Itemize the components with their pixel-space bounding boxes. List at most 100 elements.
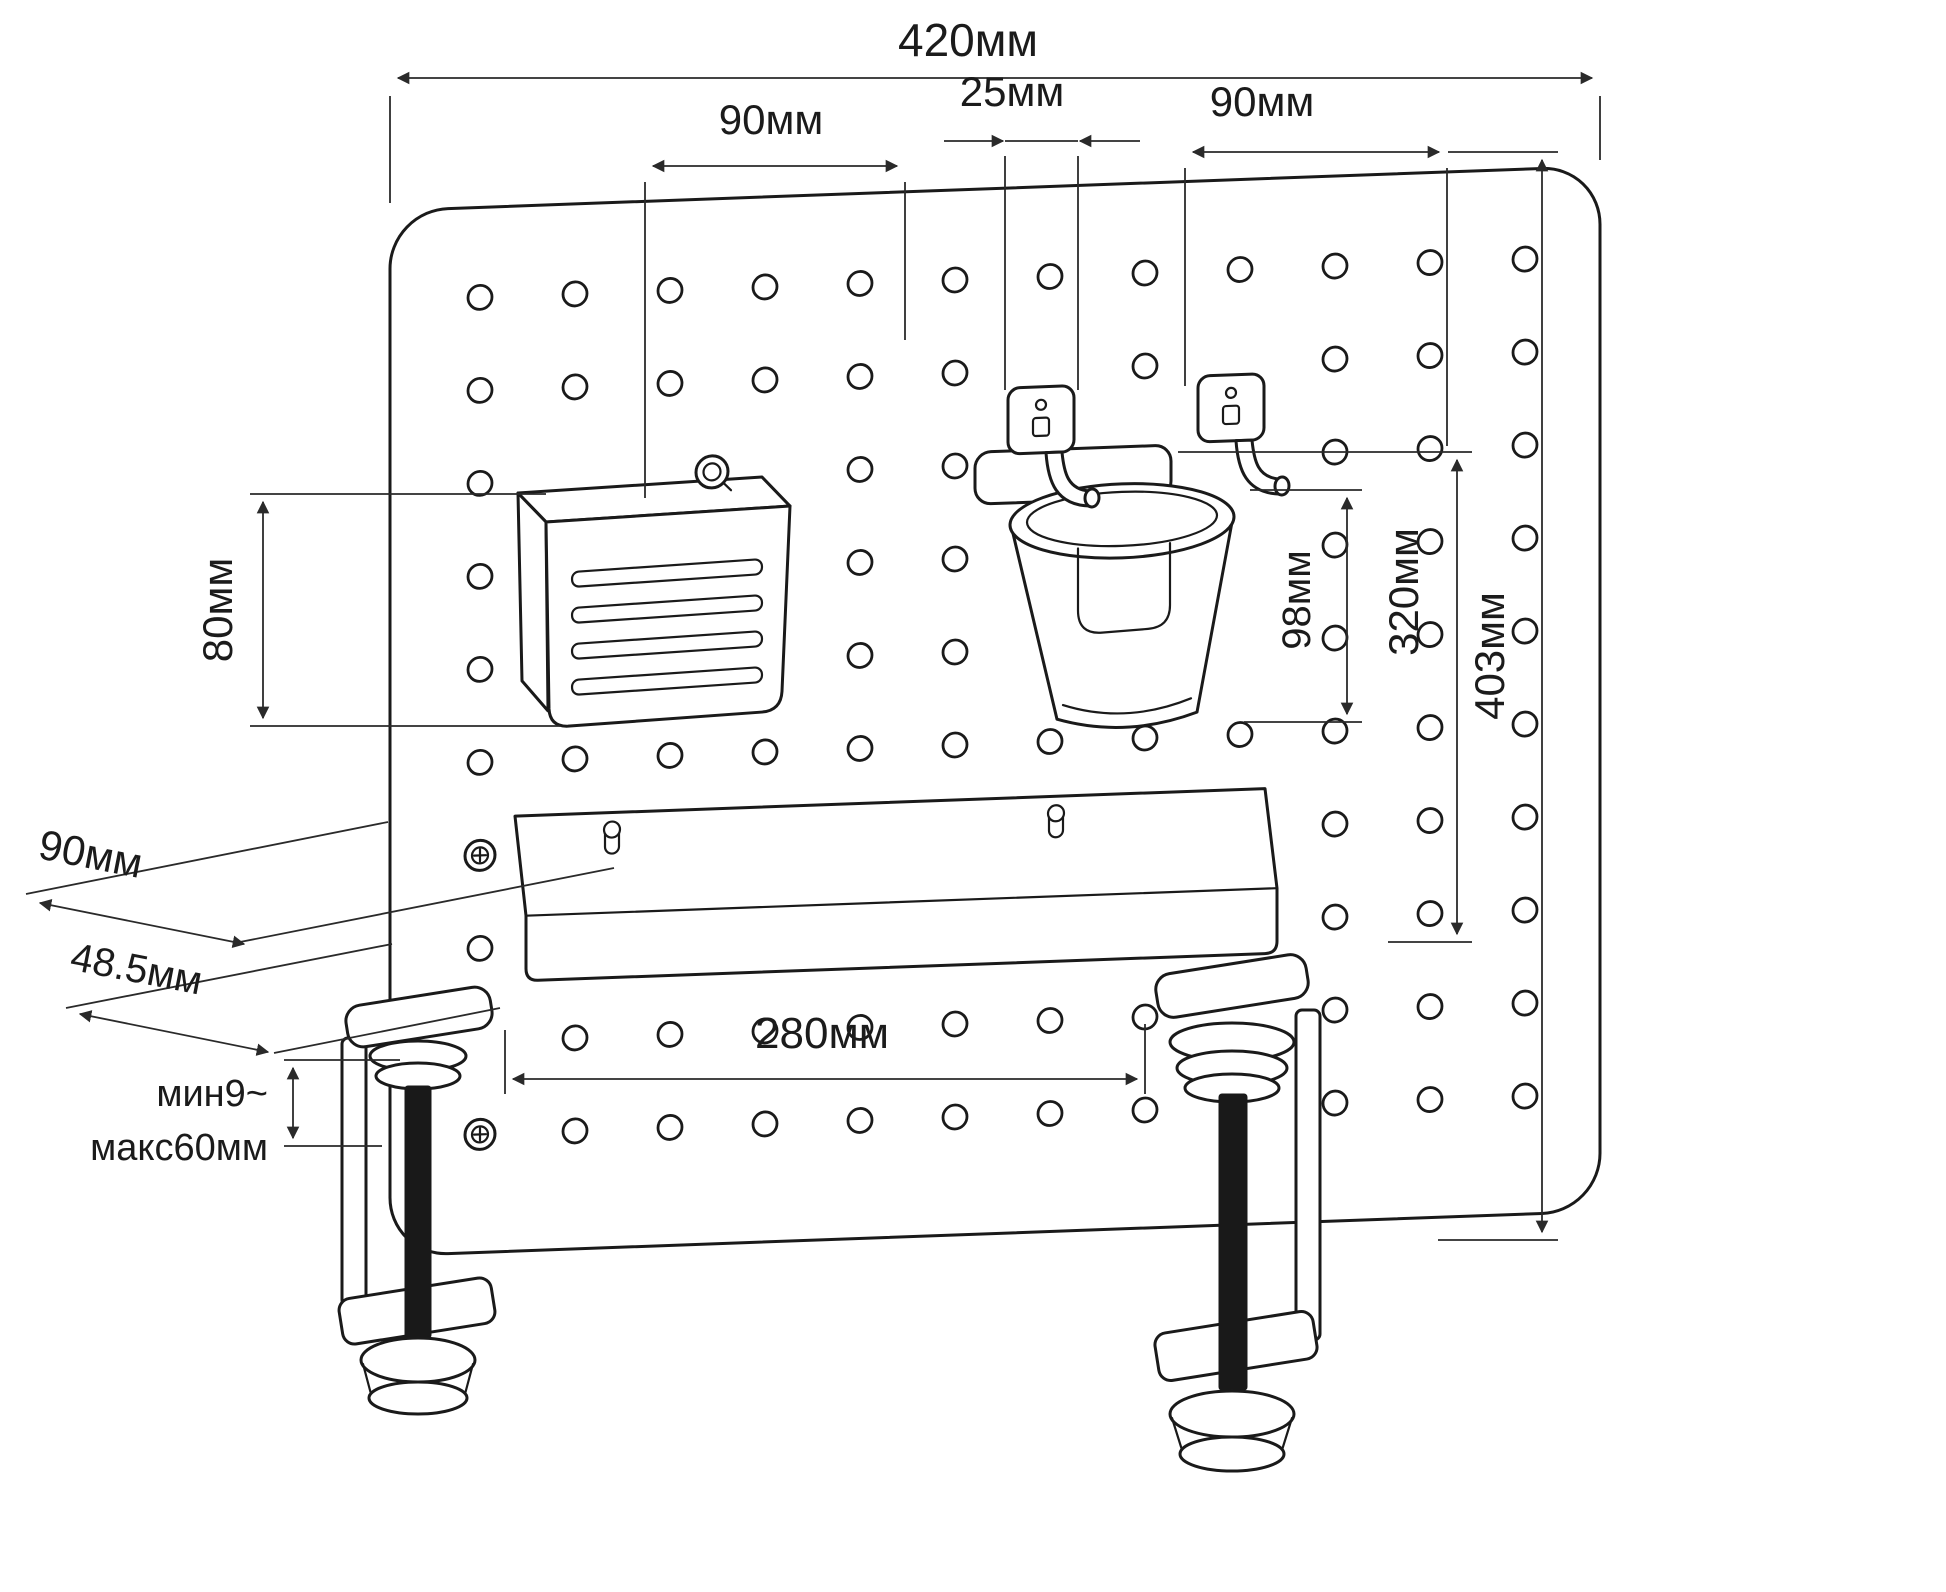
peg-hole [561,1024,589,1052]
peg-hole [1511,896,1539,924]
peg-hole [656,277,684,304]
peg-hole [846,1107,874,1134]
clamp-range-min-label: мин9~ [156,1073,268,1115]
peg-hole [1511,245,1539,273]
peg-hole [1511,617,1539,645]
peg-hole [846,549,874,576]
peg-hole [561,280,589,308]
peg-hole [1511,989,1539,1017]
peg-hole [1511,431,1539,459]
storage-basket [516,475,792,728]
peg-hole [941,638,969,666]
peg-hole [656,742,684,769]
peg-hole [1416,807,1444,834]
peg-hole [1321,1089,1349,1117]
peg-hole [846,456,874,483]
peg-hole [1036,263,1064,290]
clamp-knob [359,1336,477,1416]
clamp-knob [1168,1389,1296,1473]
peg-hole [941,359,969,387]
clamp-screw-rod [1218,1093,1248,1391]
peg-hole [846,270,874,297]
peg-hole [751,1110,779,1138]
clamp-screw-rod [404,1085,432,1339]
peg-hole [941,452,969,480]
dimension-labels: 420мм 90мм 25мм 90мм 80мм 98мм 320мм 403… [35,14,1513,1169]
pegboard-assembly [388,166,1602,1256]
peg-hole [1036,1100,1064,1127]
peg-hole [846,735,874,762]
peg-hole [1511,803,1539,831]
peg-hole [1416,1086,1444,1113]
peg-hole [561,1117,589,1145]
pegboard-holes [466,245,1539,1145]
peg-hole [1226,721,1254,748]
clamp-range-max-label: макс60мм [90,1127,268,1169]
peg-hole [656,1114,684,1141]
peg-hole [466,283,494,311]
peg-hole [1131,724,1159,752]
keyhole-slot [602,820,622,855]
peg-hole [561,373,589,401]
dim-span-center-label: 25мм [960,68,1064,115]
peg-hole [941,545,969,573]
keyhole-slot [1046,804,1066,839]
peg-hole [1511,338,1539,366]
peg-hole [751,738,779,766]
dim-basket-height-label: 80мм [194,558,241,662]
peg-hole [656,1021,684,1048]
peg-hole [1416,435,1444,462]
peg-hole [1511,1082,1539,1110]
mounting-screw [463,1117,497,1151]
peg-hole [1416,528,1444,555]
peg-hole [466,748,494,776]
peg-hole [1511,710,1539,738]
dim-clamp-span-label: 280мм [755,1009,889,1058]
peg-hole [751,366,779,394]
peg-hole [1321,252,1349,280]
peg-hole [466,934,494,962]
mounting-screw [463,838,497,872]
peg-hole [1131,352,1159,380]
peg-hole [1416,993,1444,1020]
peg-hole [1416,342,1444,369]
peg-hole [1321,624,1349,652]
dim-span-right-label: 90мм [1210,78,1314,125]
peg-hole [1131,259,1159,287]
dim-cup-height-label: 98мм [1275,550,1319,650]
peg-hole [1036,1007,1064,1034]
peg-hole [1416,714,1444,741]
peg-hole [1321,996,1349,1024]
peg-hole [941,1103,969,1131]
dim-span-left-label: 90мм [719,96,823,143]
peg-hole [1036,728,1064,755]
peg-hole [1131,1096,1159,1124]
peg-hole [751,273,779,301]
peg-hole [561,745,589,773]
peg-hole [1321,717,1349,745]
peg-hole [846,363,874,390]
dim-height-total-label: 403мм [1466,592,1513,720]
dim-clamp-depth-label: 48.5мм [67,935,206,1004]
peg-hole [751,1017,779,1045]
peg-stud [694,454,733,492]
peg-hole [846,642,874,669]
peg-hole [941,731,969,759]
desk-clamp-right [1153,953,1322,1473]
peg-hole [1416,900,1444,927]
dimension-lines [25,71,1601,1241]
peg-hole [466,655,494,683]
dim-height-inner-label: 320мм [1380,528,1427,656]
cup-holder [973,444,1236,729]
bottom-shelf [513,787,1279,982]
peg-hole [656,370,684,397]
peg-hole [1511,524,1539,552]
peg-hole [941,1010,969,1038]
peg-hole [1321,531,1349,559]
peg-hole [1321,345,1349,373]
dim-depth-label: 90мм [35,821,147,887]
peg-hole [846,1014,874,1041]
peg-hole [1321,810,1349,838]
